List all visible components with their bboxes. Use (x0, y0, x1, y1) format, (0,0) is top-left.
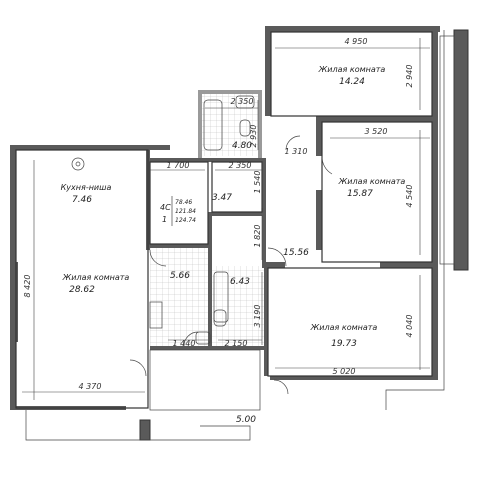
sink-mid-icon (195, 331, 211, 345)
laundry-area: 5.66 (170, 271, 190, 281)
apartment-number: 1 (162, 215, 167, 224)
dim-2350b: 2 350 (229, 161, 252, 170)
dim-3520: 3 520 (365, 127, 388, 136)
washer-icon (149, 301, 163, 329)
outlines (15, 30, 455, 441)
kitchen-area: 7.46 (72, 195, 92, 205)
dim-2150: 2 150 (225, 339, 248, 348)
room4-area: 28.62 (69, 285, 95, 295)
wc-area: 3.47 (212, 193, 232, 203)
dim-4950: 4 950 (345, 37, 368, 46)
dim-2930: 2 930 (249, 125, 258, 148)
bathroom-mid-tiles (210, 266, 268, 346)
room4-name: Жилая комната (62, 273, 130, 282)
kitchen-name: Кухня-ниша (61, 183, 112, 192)
bathtub-mid-icon (213, 271, 229, 323)
room2-name: Жилая комната (338, 177, 406, 186)
room1-area: 14.24 (339, 77, 365, 87)
room3-name: Жилая комната (310, 323, 378, 332)
dim-3190: 3 190 (253, 305, 262, 328)
dimension-lines (22, 38, 430, 400)
apartment-code: 4C (160, 203, 171, 212)
apartment-area-1: 78.46 (175, 199, 192, 206)
dim-1440: 1 440 (173, 339, 196, 348)
dim-8420: 8 420 (23, 275, 32, 298)
dim-4370: 4 370 (79, 382, 102, 391)
dim-1310: 1 310 (285, 147, 308, 156)
dim-1700: 1 700 (167, 161, 190, 170)
dim-1540: 1 540 (253, 171, 262, 194)
dim-2350a: 2 350 (231, 97, 254, 106)
room3-area: 19.73 (331, 339, 357, 349)
apartment-area-3: 124.74 (175, 217, 196, 224)
balcony-area: 5.00 (236, 415, 256, 425)
hall-area: 15.56 (283, 248, 309, 258)
room1-name: Жилая комната (318, 65, 386, 74)
laundry-tiles (150, 248, 210, 348)
dim-2940: 2 940 (405, 65, 414, 88)
bath-top-area: 4.80 (232, 141, 252, 151)
dim-4540: 4 540 (405, 185, 414, 208)
apartment-info: 4C 1 78.46 121.84 124.74 (160, 196, 196, 226)
dim-4040: 4 040 (405, 315, 414, 338)
apartment-area-2: 121.84 (175, 208, 196, 215)
bath-mid-area: 6.43 (230, 277, 250, 287)
stove-icon (71, 157, 85, 171)
bathtub-icon (203, 99, 223, 151)
door-swings (129, 135, 333, 395)
toilet-icon (239, 119, 251, 137)
room2-area: 15.87 (347, 189, 373, 199)
dim-1820: 1 820 (253, 225, 262, 248)
dim-5020: 5 020 (333, 367, 356, 376)
walls (10, 26, 469, 441)
toilet-mid-icon (213, 309, 227, 327)
fixtures (71, 95, 255, 345)
